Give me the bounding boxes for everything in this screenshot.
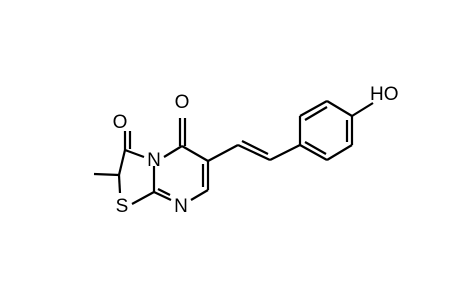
atom-n-pyrimidine: N — [174, 196, 188, 217]
bond-n-c5 — [163, 145, 183, 158]
bond-ph-5-6 — [326, 144, 353, 161]
bond-c2-n-fused — [124, 148, 145, 159]
atom-labels: O O N N S HO — [113, 84, 399, 217]
bond-ph-inner-a — [304, 106, 328, 121]
bond-c2-s — [117, 174, 122, 194]
bond-c5-c6 — [181, 145, 209, 162]
bond-vinyl-phenyl — [269, 144, 301, 161]
atom-s-thiazolidine: S — [116, 196, 129, 217]
bond-s-c8a — [131, 191, 155, 205]
bond-c7-n8 — [190, 189, 209, 201]
bond-ph-3-4 — [326, 100, 353, 117]
bond-ph-2-3 — [299, 100, 328, 117]
bond-ph-oh — [351, 102, 374, 117]
bond-ph-6-1 — [299, 144, 328, 161]
bond-c6-vinyl — [207, 144, 239, 162]
bond-vinyl-double-2 — [241, 140, 269, 155]
atom-oh-hydroxyl: HO — [370, 84, 399, 105]
atom-n-bridge: N — [147, 150, 161, 171]
bond-methyl — [93, 172, 120, 177]
atom-o-thiazolidinone: O — [113, 112, 128, 133]
bond-c3-c2 — [117, 149, 127, 176]
bond-n8-c8a-inner — [157, 188, 171, 196]
bond-ph-inner-c — [304, 141, 327, 155]
bond-n8-c8a — [153, 191, 172, 201]
bond-vinyl-double-1 — [237, 144, 271, 161]
bonds — [93, 100, 374, 205]
atom-o-pyrimidinone: O — [175, 92, 190, 113]
